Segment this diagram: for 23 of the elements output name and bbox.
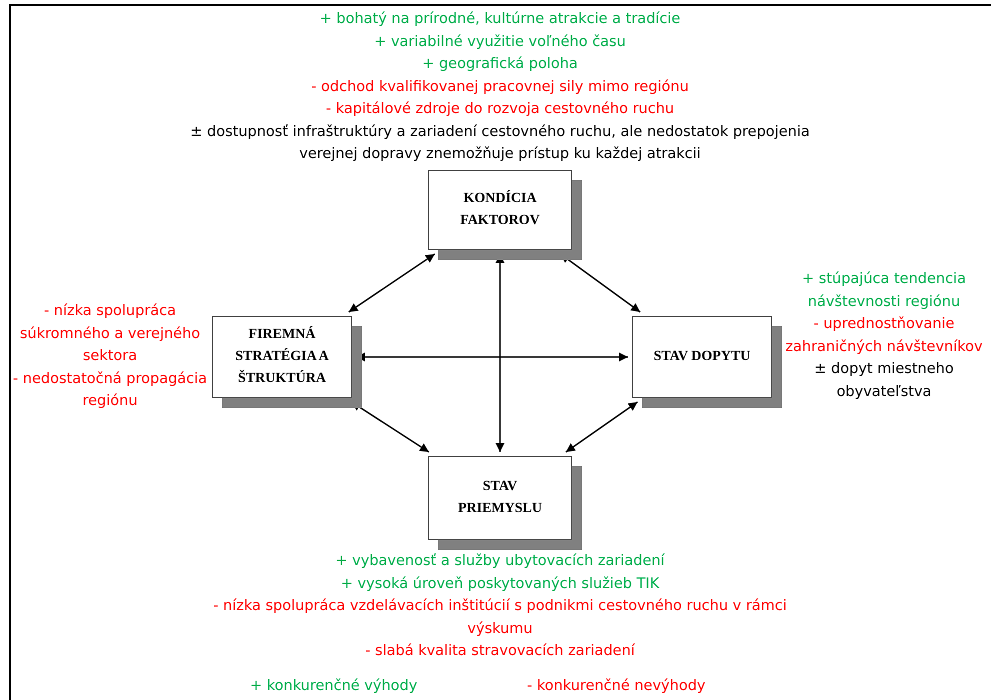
- factor-note: - nedostatočná propagácia regiónu: [12, 370, 208, 411]
- legend-entry: - konkurenčné nevýhody: [527, 678, 706, 694]
- factor-note: + geografická poloha: [421, 55, 579, 74]
- factor-note: - slabá kvalita stravovacích zariadení: [364, 642, 636, 661]
- factor-note: - nízka spolupráca vzdelávacích inštitúcií s podnikmi cestovného ruchu v rámci výskumu: [212, 597, 788, 638]
- factor-note: + variabilné využitie voľného času: [373, 32, 627, 52]
- box-title: STAV DOPYTU: [654, 348, 750, 366]
- factor-note: + stúpajúca tendencia návštevnosti regiónu: [801, 270, 967, 312]
- factor-note: - kapitálové zdroje do rozvoja cestovného ruchu: [324, 100, 676, 119]
- factor-note: + vybavenosť a služby ubytovacích zariadení: [334, 552, 666, 571]
- box-title: KONDÍCIA FAKTOROV: [459, 189, 541, 230]
- arrow: [348, 253, 436, 313]
- box-title: STAV PRIEMYSLU: [456, 478, 543, 518]
- legend-entry: + konkurenčné výhody: [250, 678, 418, 694]
- factor-note: - nízka spolupráca súkromného a verejného sektora: [18, 302, 202, 366]
- factor-note: + vysoká úroveň poskytovaných služieb TIK: [340, 574, 660, 594]
- box-title: FIREMNÁ STRATÉGIA A ŠTRUKTÚRA: [234, 325, 330, 388]
- factor-note: ± dopyt miestneho obyvateľstva: [813, 360, 955, 402]
- factor-note: - uprednostňovanie zahraničných návštevníkov: [784, 315, 984, 356]
- factor-note: - odchod kvalifikovanej pracovnej sily mimo regiónu: [310, 78, 690, 96]
- arrow: [565, 401, 638, 453]
- factor-note: ± dostupnosť infraštruktúry a zariadení cestovného ruchu, ale nedostatok prepojenia verejnej dopravy znemožňuje prístup ku každej atrakcii: [189, 122, 811, 164]
- factor-note: + bohatý na prírodné, kultúrne atrakcie a tradície: [318, 10, 682, 29]
